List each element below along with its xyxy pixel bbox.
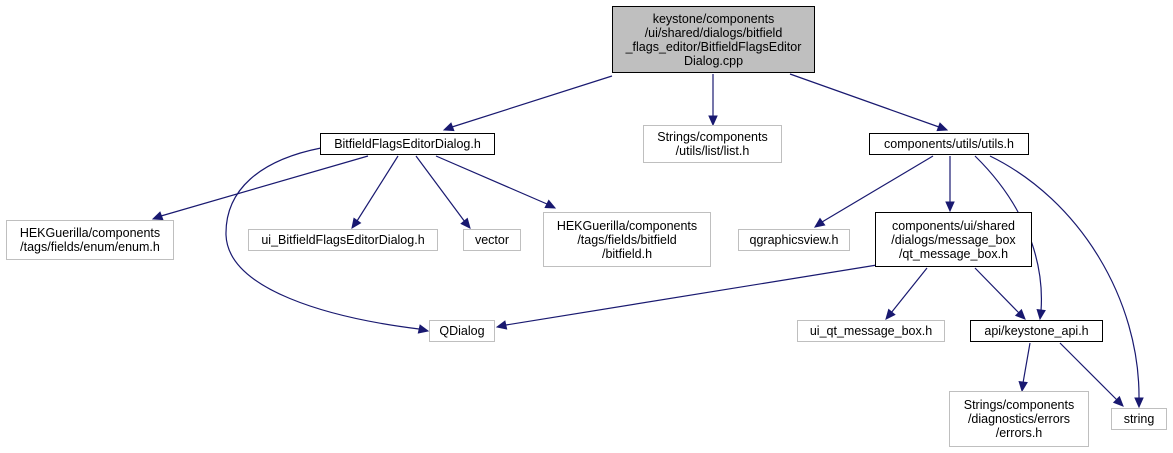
edge-bfd_h-to-enum_h bbox=[160, 155, 369, 217]
node-bfd-h[interactable]: BitfieldFlagsEditorDialog.h bbox=[320, 133, 495, 155]
node-label-line: api/keystone_api.h bbox=[984, 324, 1089, 338]
arrowhead-qt_msgbox_h-to-qdialog bbox=[495, 320, 508, 330]
arrowhead-bfd_h-to-ui_bfd_h bbox=[351, 217, 362, 230]
node-label-line: /dialogs/message_box bbox=[891, 232, 1016, 247]
arrowhead-bfd_h-to-vector bbox=[460, 217, 471, 229]
node-qdialog[interactable]: QDialog bbox=[429, 320, 495, 342]
node-errors-h[interactable]: Strings/components/diagnostics/errors/er… bbox=[949, 391, 1089, 447]
edge-utils_h-to-string bbox=[989, 155, 1140, 400]
arrowhead-keystone_api_h-to-string bbox=[1112, 395, 1124, 407]
node-label-line: qgraphicsview.h bbox=[749, 233, 839, 247]
edge-keystone_api_h-to-errors_h bbox=[1022, 342, 1031, 384]
node-label-line: components/utils/utils.h bbox=[884, 137, 1014, 151]
node-label-line: QDialog bbox=[439, 324, 485, 338]
node-list-h[interactable]: Strings/components/utils/list/list.h bbox=[643, 125, 782, 163]
arrowhead-root-to-utils_h bbox=[936, 122, 949, 132]
node-label-line: /qt_message_box.h bbox=[898, 246, 1009, 261]
edge-keystone_api_h-to-string bbox=[1059, 342, 1118, 401]
arrowhead-utils_h-to-string bbox=[1134, 397, 1144, 409]
edge-qt_msgbox_h-to-qdialog bbox=[505, 264, 878, 326]
node-label-line: string bbox=[1123, 412, 1155, 426]
edge-bfd_h-to-qdialog bbox=[225, 147, 420, 330]
arrowhead-bfd_h-to-qdialog bbox=[417, 324, 430, 334]
node-label-line: /tags/fields/bitfield bbox=[577, 232, 677, 247]
node-label-line: Strings/components bbox=[963, 398, 1075, 412]
arrowhead-root-to-list_h bbox=[708, 115, 718, 127]
node-label-line: /tags/fields/enum/enum.h bbox=[20, 240, 160, 254]
edge-root-to-bfd_h bbox=[451, 75, 613, 128]
node-qgraphicsview-h[interactable]: qgraphicsview.h bbox=[738, 229, 850, 251]
edge-qt_msgbox_h-to-keystone_api_h bbox=[974, 267, 1020, 314]
edge-qt_msgbox_h-to-ui_qt_msgbox_h bbox=[890, 267, 928, 314]
arrowhead-root-to-bfd_h bbox=[442, 122, 455, 132]
node-label-line: ui_qt_message_box.h bbox=[809, 324, 933, 338]
node-ui-bfd-h[interactable]: ui_BitfieldFlagsEditorDialog.h bbox=[248, 229, 438, 251]
arrowhead-qt_msgbox_h-to-ui_qt_msgbox_h bbox=[885, 308, 896, 320]
node-label-line: /bitfield.h bbox=[601, 246, 653, 261]
edge-bfd_h-to-bitfield_h bbox=[435, 155, 548, 205]
node-label-line: HEKGuerilla/components bbox=[19, 226, 161, 240]
node-label-line: ui_BitfieldFlagsEditorDialog.h bbox=[261, 233, 425, 247]
arrowhead-utils_h-to-keystone_api_h bbox=[1036, 308, 1046, 321]
node-label-line: BitfieldFlagsEditorDialog.h bbox=[334, 137, 481, 151]
node-label-line: Dialog.cpp bbox=[683, 53, 744, 68]
arrowhead-bfd_h-to-bitfield_h bbox=[544, 199, 557, 209]
arrowhead-bfd_h-to-enum_h bbox=[151, 211, 164, 221]
arrowhead-qt_msgbox_h-to-keystone_api_h bbox=[1014, 308, 1026, 320]
node-label-line: Strings/components bbox=[657, 130, 768, 144]
node-keystone-api-h[interactable]: api/keystone_api.h bbox=[970, 320, 1103, 342]
node-label-line: /errors.h bbox=[995, 426, 1043, 440]
node-bitfield-h[interactable]: HEKGuerilla/components/tags/fields/bitfi… bbox=[543, 212, 711, 267]
node-ui-qt-msgbox-h[interactable]: ui_qt_message_box.h bbox=[797, 320, 945, 342]
node-label-line: /diagnostics/errors bbox=[967, 412, 1071, 426]
node-utils-h[interactable]: components/utils/utils.h bbox=[869, 133, 1029, 155]
node-label-line: /utils/list/list.h bbox=[675, 144, 750, 158]
node-label-line: keystone/components bbox=[652, 11, 775, 26]
node-string[interactable]: string bbox=[1111, 408, 1167, 430]
arrowhead-utils_h-to-qgraphicsview_h bbox=[813, 217, 826, 228]
node-root[interactable]: keystone/components/ui/shared/dialogs/bi… bbox=[612, 6, 815, 73]
edge-root-to-utils_h bbox=[789, 73, 940, 128]
node-vector[interactable]: vector bbox=[463, 229, 521, 251]
arrowhead-keystone_api_h-to-errors_h bbox=[1018, 380, 1028, 393]
arrowhead-utils_h-to-qt_msgbox_h bbox=[945, 201, 955, 213]
node-qt-msgbox-h[interactable]: components/ui/shared/dialogs/message_box… bbox=[875, 212, 1032, 267]
node-label-line: vector bbox=[474, 233, 510, 247]
node-enum-h[interactable]: HEKGuerilla/components/tags/fields/enum/… bbox=[6, 220, 174, 260]
edge-utils_h-to-qgraphicsview_h bbox=[821, 155, 934, 223]
node-label-line: /ui/shared/dialogs/bitfield bbox=[644, 25, 783, 40]
edge-bfd_h-to-vector bbox=[415, 155, 466, 223]
node-label-line: components/ui/shared bbox=[892, 218, 1015, 233]
edge-bfd_h-to-ui_bfd_h bbox=[356, 155, 399, 222]
node-label-line: HEKGuerilla/components bbox=[556, 218, 698, 233]
node-label-line: _flags_editor/BitfieldFlagsEditor bbox=[625, 39, 802, 54]
